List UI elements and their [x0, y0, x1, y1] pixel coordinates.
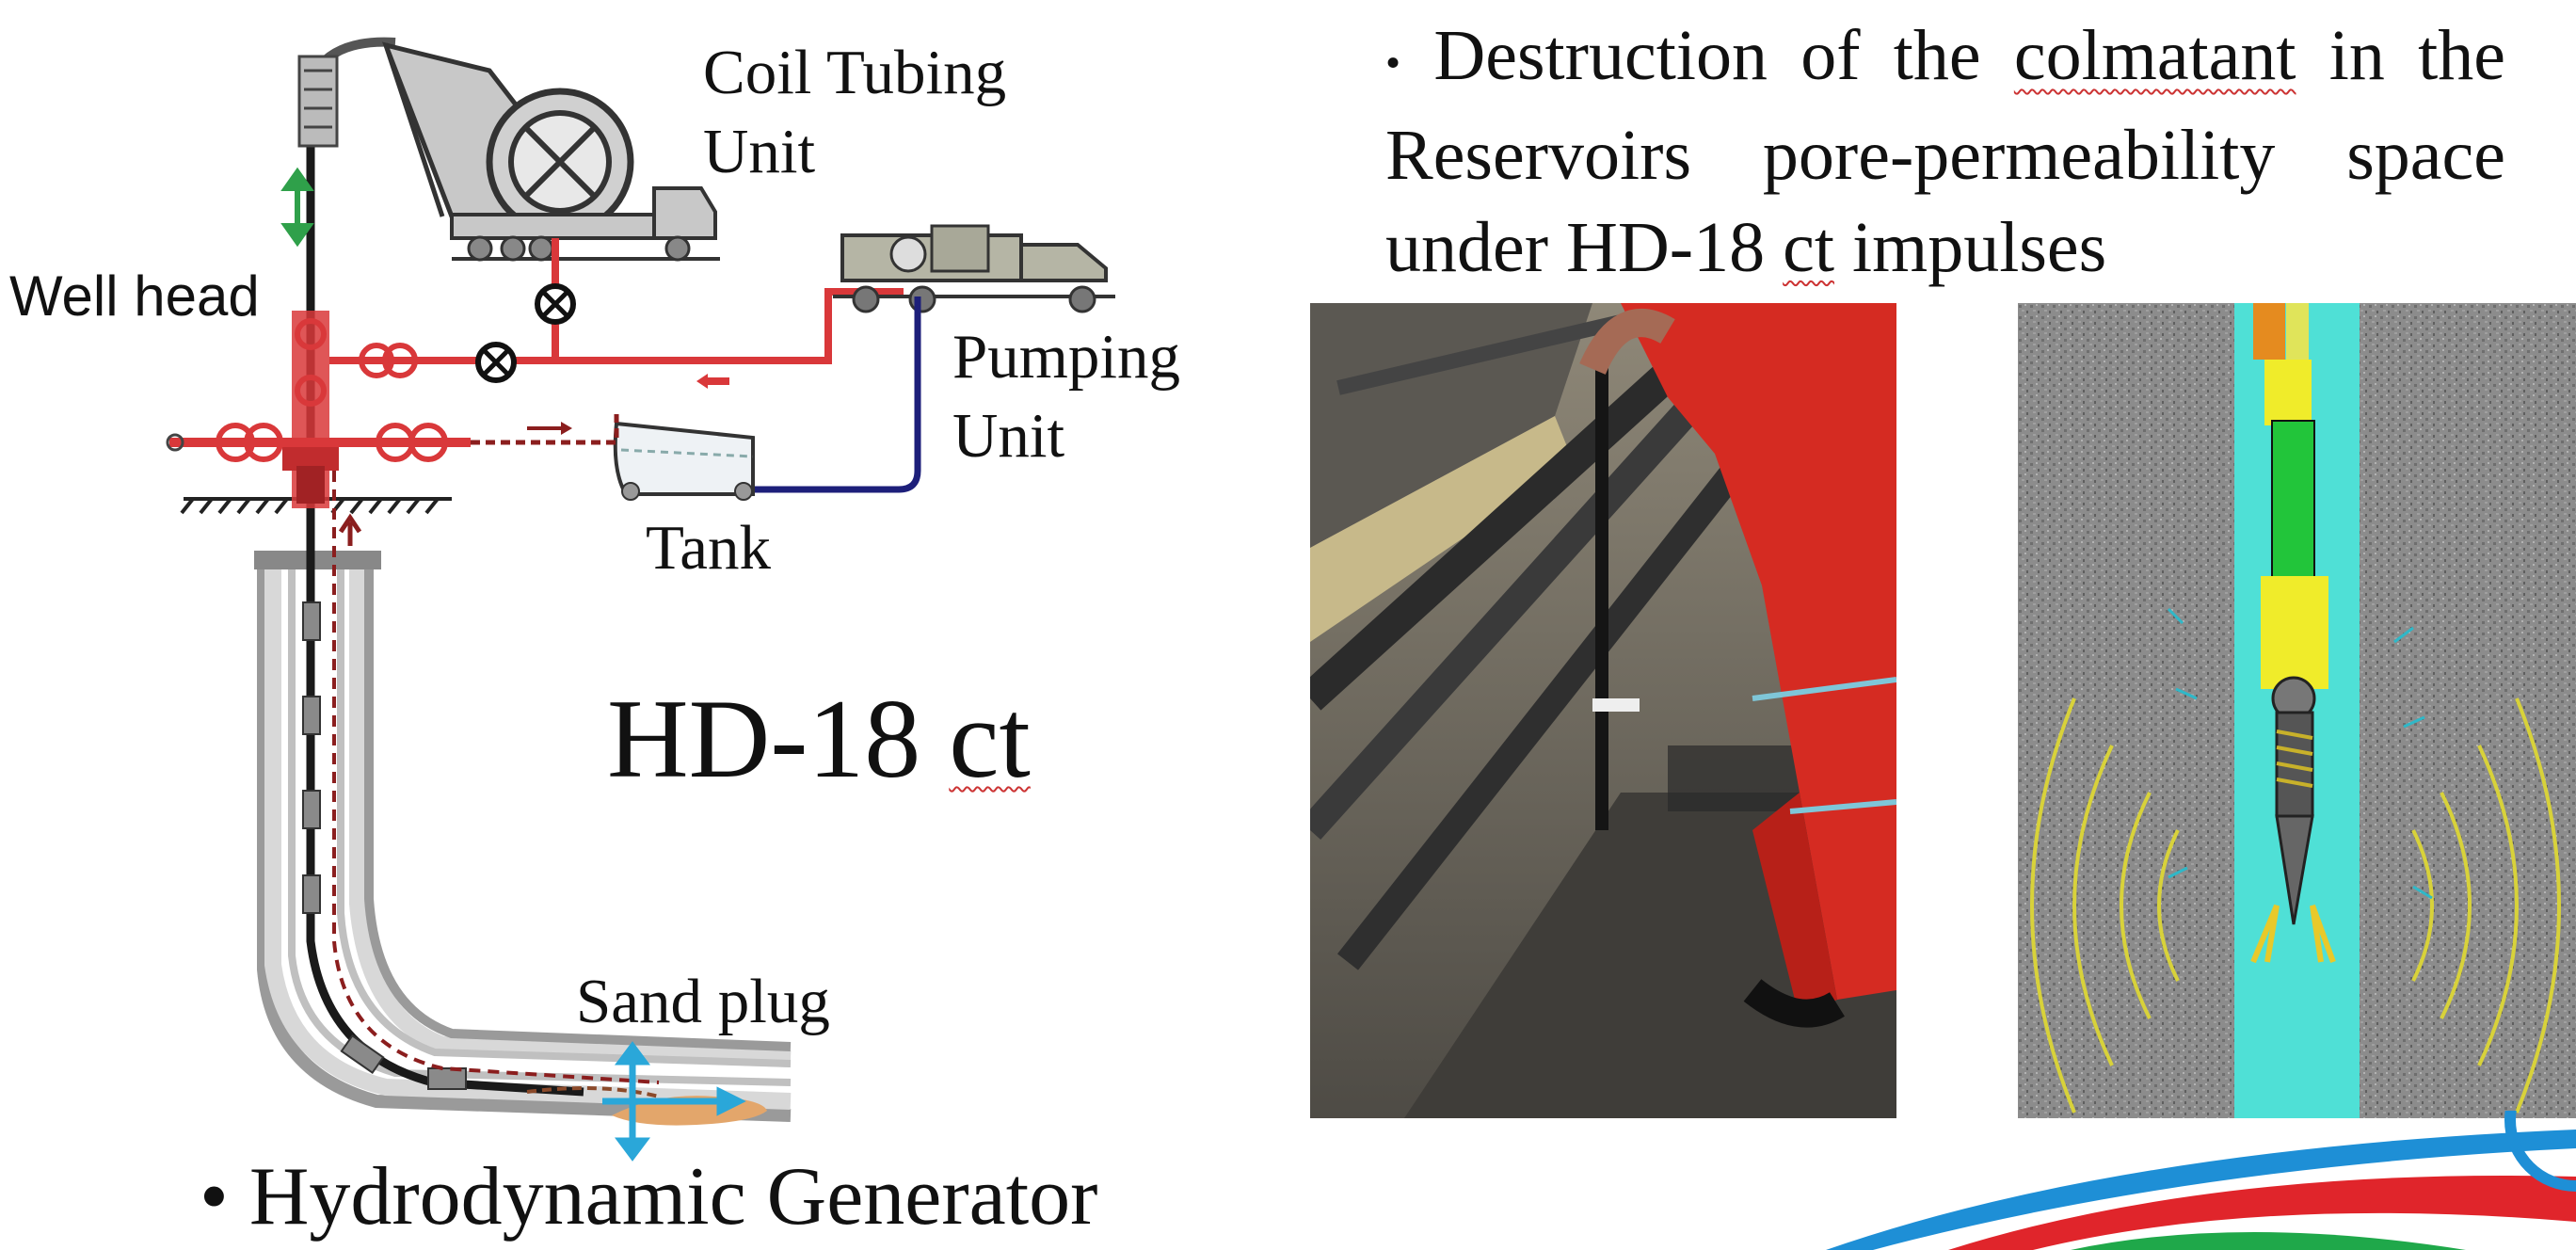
return-arrow-icon: [338, 513, 362, 546]
field-photo-scene: [1310, 303, 1896, 1118]
coil-tubing-string: [306, 94, 584, 1097]
wellhead-stack: [166, 311, 471, 508]
suction-line: [753, 296, 921, 493]
logo-swoosh-green: [2071, 1232, 2466, 1250]
bullet-text-part: Destruction of the: [1433, 16, 2014, 95]
destruction-bullet: • Destruction of the colmatant in the Re…: [1385, 9, 2505, 294]
well-casing: [254, 551, 792, 1122]
well-head-label: Well head: [9, 264, 260, 328]
sand-plug-label: Sand plug: [576, 967, 830, 1036]
pumping-unit-label: Pumping Unit: [952, 317, 1180, 475]
bullet-marker: •: [200, 1151, 229, 1242]
hydrodynamic-generator-bullet: • Hydrodynamic Generator: [200, 1150, 1097, 1244]
coil-tubing-unit-label-line2: Unit: [703, 117, 816, 186]
bullet-text-part: in the Reservoirs pore-permeability spac…: [1385, 16, 2505, 287]
pumping-unit-label-line2: Unit: [952, 401, 1065, 471]
coil-tubing-truck: [381, 41, 720, 262]
return-to-tank-line: [471, 414, 619, 445]
logo-swoosh-red: [1948, 1175, 2576, 1250]
injector-head: [297, 37, 396, 148]
tank-label: Tank: [646, 513, 771, 583]
logo-swoosh: [1826, 1111, 2576, 1250]
tool-name-label: HD-18 ct: [607, 678, 1031, 800]
coil-tubing-unit-label-line1: Coil Tubing: [703, 38, 1007, 107]
bullet-marker: •: [1385, 38, 1401, 87]
well-diagram: [166, 37, 1115, 1162]
bullet-text: Hydrodynamic Generator: [248, 1151, 1098, 1242]
pumping-unit-truck: [833, 224, 1115, 313]
bullet-text-ct: ct: [1783, 207, 1834, 287]
downhole-tool-illustration: [2018, 303, 2576, 1118]
tank: [613, 421, 755, 501]
pumping-unit-label-line1: Pumping: [952, 322, 1180, 392]
logo-emblem: [2504, 1111, 2576, 1192]
pressure-wave-arcs: [2030, 697, 2561, 1114]
bullet-text-part: impulses: [1833, 207, 2107, 287]
tool-illustration-svg: [2018, 303, 2576, 1118]
tubing-segments: [302, 601, 467, 1090]
tool-name-prefix: HD-18: [607, 676, 950, 801]
field-photo: [1310, 303, 1896, 1118]
injection-pipeline: [329, 238, 904, 364]
coil-tubing-unit-label: Coil Tubing Unit: [703, 33, 1006, 191]
pipeline-valves: [359, 283, 576, 383]
tool-name-ct: ct: [949, 676, 1031, 801]
logo-swoosh-blue: [1826, 1130, 2576, 1250]
up-down-arrow-icon: [280, 167, 314, 248]
bullet-text-colmatant: colmatant: [2013, 16, 2296, 95]
water-jet-icon: [602, 1041, 746, 1162]
